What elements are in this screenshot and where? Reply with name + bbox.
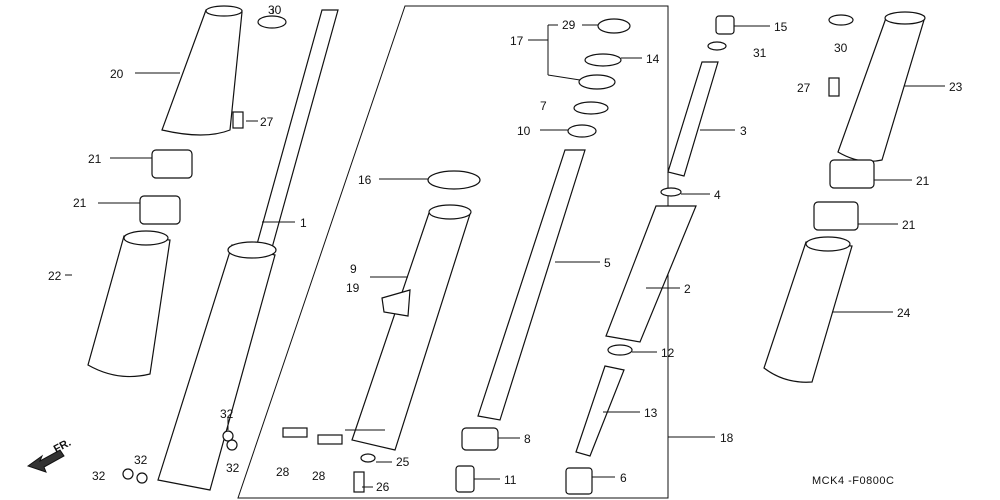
callout-5: 5 — [604, 256, 611, 270]
part-32-plug — [122, 468, 134, 480]
part-9-19-slider — [351, 209, 471, 451]
callout-10: 10 — [517, 124, 531, 138]
part-12-washer — [607, 344, 633, 356]
part-25-washer — [360, 453, 376, 463]
part-23-upper-cover — [837, 13, 925, 162]
part-11-piece — [455, 465, 475, 493]
callout-21: 21 — [73, 196, 87, 210]
part-26-bolt — [353, 471, 365, 493]
part-29-cap — [597, 18, 631, 34]
part-1-fork-slider — [157, 244, 276, 491]
part-7-washer — [573, 101, 609, 115]
callout-11: 11 — [504, 473, 517, 487]
callout-21: 21 — [902, 218, 916, 232]
part-6-spring — [565, 467, 593, 495]
callout-3: 3 — [740, 124, 747, 138]
callout-32: 32 — [134, 453, 148, 467]
part-32-plug — [226, 439, 238, 451]
callout-2: 2 — [684, 282, 691, 296]
callout-28: 28 — [312, 469, 326, 483]
part-3-spacer — [667, 61, 719, 177]
callout-29: 29 — [562, 18, 576, 32]
callout-21: 21 — [88, 152, 102, 166]
diagram-code: MCK4 -F0800C — [812, 475, 894, 487]
part-10-bushing — [567, 124, 597, 138]
callout-13: 13 — [644, 406, 658, 420]
part-14-clip — [584, 53, 622, 67]
callout-20: 20 — [110, 67, 124, 81]
callout-32: 32 — [220, 407, 234, 421]
part-15-bolt — [715, 15, 735, 35]
part-8-collar — [461, 427, 499, 451]
callout-22: 22 — [48, 269, 62, 283]
part-13-rod — [575, 365, 625, 457]
part-21-guide — [829, 159, 875, 189]
callout-18: 18 — [720, 431, 734, 445]
callout-14: 14 — [646, 52, 660, 66]
assembly-boundary — [237, 5, 669, 499]
part-24-lower-cover — [763, 241, 853, 383]
front-direction-arrow — [26, 449, 65, 473]
callout-27: 27 — [260, 115, 274, 129]
callout-31: 31 — [753, 46, 767, 60]
callout-30: 30 — [834, 41, 848, 55]
callout-17: 17 — [510, 34, 524, 48]
callout-15: 15 — [774, 20, 788, 34]
callout-28: 28 — [276, 465, 290, 479]
callout-4: 4 — [714, 188, 721, 202]
part-30-ring — [257, 15, 287, 29]
part-27-bolt — [828, 77, 840, 97]
callout-1: 1 — [300, 216, 307, 230]
front-direction-label: FR. — [52, 437, 73, 456]
part-28-bolt — [282, 427, 308, 438]
part-4-seat — [660, 187, 682, 197]
part-31-washer — [707, 41, 727, 51]
callout-30: 30 — [268, 3, 282, 17]
callout-27: 27 — [797, 81, 811, 95]
part-30-ring — [828, 14, 854, 26]
part-21-guide — [151, 149, 193, 179]
callout-32: 32 — [226, 461, 240, 475]
part-2-spring — [605, 205, 697, 343]
part-21-guide — [813, 201, 859, 231]
callout-16: 16 — [358, 173, 372, 187]
part-32-plug — [136, 472, 148, 484]
callout-23: 23 — [949, 80, 963, 94]
callout-32: 32 — [92, 469, 106, 483]
part-16-seal — [427, 170, 481, 190]
callout-25: 25 — [396, 455, 410, 469]
callout-19: 19 — [346, 281, 360, 295]
part-17-seal — [578, 74, 616, 90]
callout-9: 9 — [350, 262, 357, 276]
callout-7: 7 — [540, 99, 547, 113]
part-1-fork-tube — [253, 9, 339, 256]
callout-12: 12 — [661, 346, 675, 360]
part-20-upper-cover — [161, 6, 243, 136]
callout-8: 8 — [524, 432, 531, 446]
leader-lines — [65, 8, 945, 488]
part-21-guide — [139, 195, 181, 225]
part-27-bolt — [232, 111, 244, 129]
callout-24: 24 — [897, 306, 911, 320]
part-5-damper-tube — [477, 149, 586, 421]
part-32-plug — [222, 430, 234, 442]
part-22-lower-cover — [87, 235, 171, 378]
part-28-bolt — [317, 434, 343, 445]
callout-21: 21 — [916, 174, 930, 188]
callout-labels: 20 30 27 21 21 22 1 32 32 32 32 16 9 19 … — [48, 3, 963, 494]
callout-6: 6 — [620, 471, 627, 485]
callout-26: 26 — [376, 480, 390, 494]
